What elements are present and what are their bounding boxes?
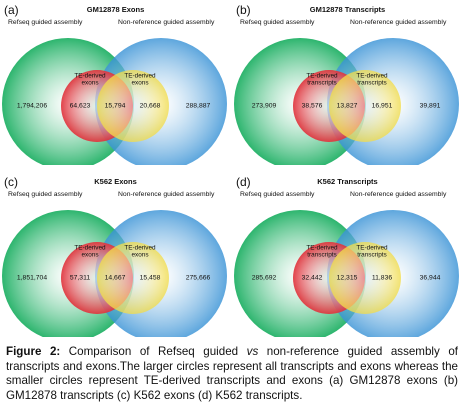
te-nonref-only-count: 16,951 [371,102,393,110]
te-refseq-only-count: 64,623 [69,102,91,110]
nonref-assembly-label: Non-reference guided assembly [118,19,215,26]
te-nonref-label: TE-derived exons [124,72,156,87]
te-nonref-only-count: 15,458 [139,274,161,282]
panel-title: GM12878 Exons [86,5,145,14]
venn-diagram [234,38,459,165]
refseq-assembly-label: Refseq guided assembly [8,19,83,26]
caption-vs: vs [246,345,259,358]
venn-diagram [234,210,459,337]
te-nonref-label: TE-derived exons [124,244,156,259]
te-nonref-only-count: 11,836 [371,274,393,282]
caption-label: Figure 2: [6,345,61,358]
nonref-only-count: 275,666 [185,274,211,282]
refseq-assembly-label: Refseq guided assembly [240,191,315,198]
refseq-assembly-label: Refseq guided assembly [8,191,83,198]
caption-text-2: non-reference guided assembly of transcr… [6,345,458,402]
te-nonref-label: TE-derived transcripts [356,244,388,259]
nonref-only-count: 288,887 [185,102,211,110]
panel-letter: (b) [236,3,251,17]
panel-title: GM12878 Transcripts [309,5,386,14]
te-shared-count: 13,827 [336,102,358,110]
te-shared-count: 14,667 [104,274,126,282]
te-nonref-circle [97,242,169,314]
figure-caption: Figure 2: Comparison of Refseq guided vs… [6,345,458,403]
te-refseq-only-count: 38,576 [301,102,323,110]
te-refseq-label: TE-derived transcripts [306,244,338,259]
panel-letter: (c) [4,175,18,189]
te-refseq-only-count: 57,311 [69,274,91,282]
refseq-assembly-label: Refseq guided assembly [240,19,315,26]
te-nonref-label: TE-derived transcripts [356,72,388,87]
panel-letter: (d) [236,175,251,189]
refseq-only-count: 1,794,206 [16,102,48,110]
nonref-assembly-label: Non-reference guided assembly [350,19,447,26]
nonref-assembly-label: Non-reference guided assembly [118,191,215,198]
te-shared-count: 12,315 [336,274,358,282]
te-nonref-circle [329,242,401,314]
panel-title: K562 Transcripts [317,177,378,186]
te-nonref-only-count: 20,668 [139,102,161,110]
te-nonref-circle [97,70,169,142]
nonref-only-count: 39,891 [419,102,441,110]
caption-text-1: Comparison of Refseq guided [60,345,247,358]
nonref-assembly-label: Non-reference guided assembly [350,191,447,198]
refseq-only-count: 285,692 [251,274,277,282]
refseq-only-count: 273,909 [251,102,277,110]
te-refseq-only-count: 32,442 [301,274,323,282]
te-refseq-label: TE-derived transcripts [306,72,338,87]
te-refseq-label: TE-derived exons [74,72,106,87]
te-shared-count: 15,794 [104,102,126,110]
te-refseq-label: TE-derived exons [74,244,106,259]
panel-title: K562 Exons [94,177,137,186]
te-nonref-circle [329,70,401,142]
refseq-only-count: 1,851,704 [16,274,48,282]
venn-diagram [2,38,227,165]
panel-letter: (a) [4,3,19,17]
nonref-only-count: 36,944 [419,274,441,282]
venn-diagram [2,210,227,337]
